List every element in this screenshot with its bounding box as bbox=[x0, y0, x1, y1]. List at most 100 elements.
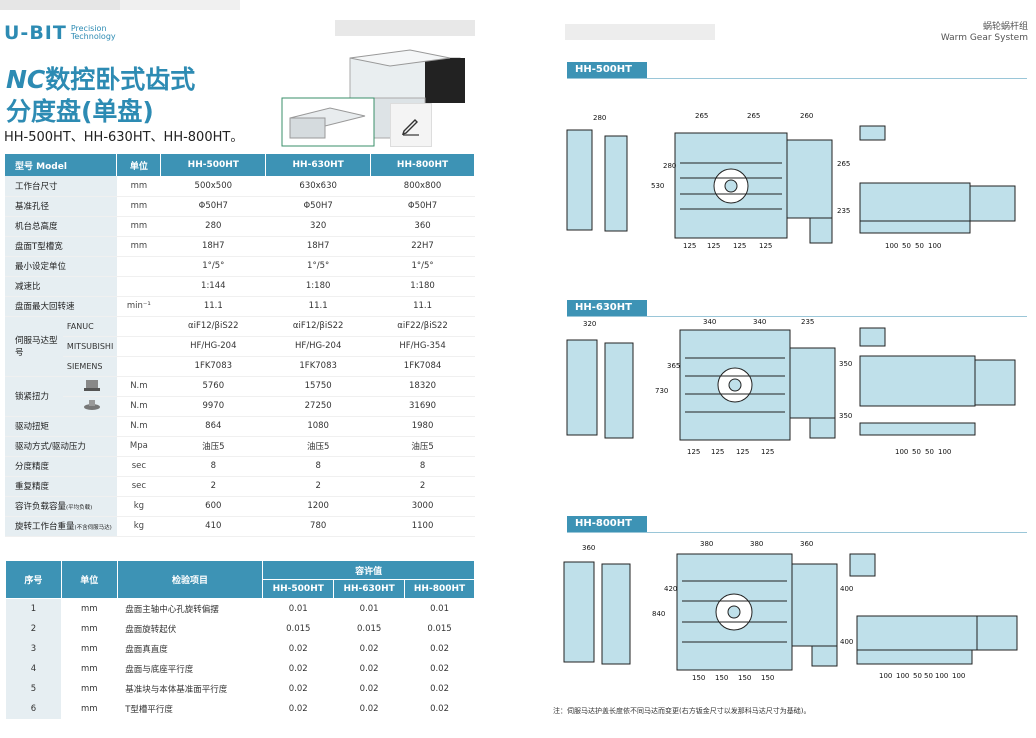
svg-text:125: 125 bbox=[759, 242, 772, 250]
svg-text:420: 420 bbox=[664, 585, 677, 593]
svg-text:50: 50 bbox=[902, 242, 911, 250]
header-item: 检验项目 bbox=[116, 560, 264, 599]
page-title-line1: NC数控卧式齿式 bbox=[6, 65, 196, 94]
svg-text:265: 265 bbox=[747, 112, 760, 120]
svg-text:125: 125 bbox=[761, 448, 774, 456]
pencil-icon bbox=[401, 119, 419, 136]
header-model-1: HH-500HT bbox=[262, 579, 335, 599]
top-bar-left bbox=[0, 0, 120, 10]
svg-text:50: 50 bbox=[912, 448, 921, 456]
header-unit: 单位 bbox=[116, 154, 162, 176]
footnote: 注：伺服马达护盖长度依不同马达而变更(右方钣金尺寸以发那科马达尺寸为基础)。 bbox=[553, 707, 811, 715]
svg-text:125: 125 bbox=[736, 448, 749, 456]
brand-logo: U-BIT bbox=[4, 22, 67, 44]
brand-subtitle: Precision Technology bbox=[70, 24, 116, 41]
header-model: 型号 Model bbox=[5, 154, 118, 176]
header-index: 序号 bbox=[5, 560, 62, 599]
svg-text:125: 125 bbox=[683, 242, 696, 250]
clamp-pneumatic-icon bbox=[83, 400, 100, 410]
edit-button[interactable] bbox=[390, 103, 432, 147]
header-model-2: HH-630HT bbox=[265, 154, 372, 176]
svg-text:730: 730 bbox=[655, 387, 668, 395]
svg-text:840: 840 bbox=[652, 610, 665, 618]
svg-text:260: 260 bbox=[800, 112, 813, 120]
svg-text:125: 125 bbox=[733, 242, 746, 250]
category-label: 蜗轮蜗杆组 Warm Gear System bbox=[940, 22, 1028, 43]
top-bar-right bbox=[565, 24, 715, 40]
svg-text:150: 150 bbox=[738, 674, 751, 682]
header-model-3: HH-800HT bbox=[404, 579, 475, 599]
svg-text:400: 400 bbox=[840, 638, 853, 646]
svg-text:100: 100 bbox=[952, 672, 965, 680]
svg-text:380: 380 bbox=[700, 540, 713, 548]
svg-text:50: 50 bbox=[913, 672, 922, 680]
svg-text:150: 150 bbox=[761, 674, 774, 682]
inspection-table: 序号 单位 检验项目 容许值 HH-500HT HH-630HT HH-800H… bbox=[5, 560, 475, 719]
svg-text:100: 100 bbox=[885, 242, 898, 250]
header-model-2: HH-630HT bbox=[333, 579, 406, 599]
section-divider bbox=[567, 532, 1027, 533]
page-title-line2: 分度盘(单盘) bbox=[6, 97, 154, 126]
svg-text:100: 100 bbox=[935, 672, 948, 680]
svg-text:125: 125 bbox=[687, 448, 700, 456]
svg-text:340: 340 bbox=[753, 318, 766, 326]
svg-text:125: 125 bbox=[711, 448, 724, 456]
brand: U-BIT Precision Technology bbox=[4, 22, 116, 44]
header-unit: 单位 bbox=[60, 560, 118, 599]
svg-text:50: 50 bbox=[924, 672, 933, 680]
svg-text:100: 100 bbox=[928, 242, 941, 250]
svg-text:235: 235 bbox=[837, 207, 850, 215]
section-tag-800: HH-800HT bbox=[567, 516, 647, 532]
spec-table: 型号 Model 单位 HH-500HT HH-630HT HH-800HT 工… bbox=[5, 154, 475, 537]
svg-text:320: 320 bbox=[583, 320, 596, 328]
svg-text:265: 265 bbox=[695, 112, 708, 120]
section-divider bbox=[567, 78, 1027, 79]
clamp-hydraulic-icon bbox=[83, 380, 100, 391]
section-divider bbox=[567, 316, 1027, 317]
svg-text:100: 100 bbox=[879, 672, 892, 680]
svg-text:150: 150 bbox=[715, 674, 728, 682]
svg-text:350: 350 bbox=[839, 412, 852, 420]
svg-text:50: 50 bbox=[925, 448, 934, 456]
svg-text:50: 50 bbox=[915, 242, 924, 250]
section-tag-630: HH-630HT bbox=[567, 300, 647, 316]
svg-text:235: 235 bbox=[801, 318, 814, 326]
section-tag-500: HH-500HT bbox=[567, 62, 647, 78]
drawing-hh630: 320 340 340 235 125 125 125 125 365 730 … bbox=[566, 318, 1016, 456]
svg-text:340: 340 bbox=[703, 318, 716, 326]
header-tolerance: 容许值 bbox=[262, 560, 475, 580]
svg-text:125: 125 bbox=[707, 242, 720, 250]
model-list: HH-500HT、HH-630HT、HH-800HT。 bbox=[4, 130, 244, 145]
top-bar-mid bbox=[335, 20, 475, 36]
svg-text:530: 530 bbox=[651, 182, 664, 190]
svg-text:365: 365 bbox=[667, 362, 680, 370]
svg-text:280: 280 bbox=[593, 114, 606, 122]
svg-text:100: 100 bbox=[938, 448, 951, 456]
svg-text:100: 100 bbox=[895, 448, 908, 456]
svg-text:360: 360 bbox=[582, 544, 595, 552]
drawing-hh800: 360 380 380 360 150 150 150 150 420 840 … bbox=[563, 540, 1018, 682]
header-model-1: HH-500HT bbox=[160, 154, 267, 176]
